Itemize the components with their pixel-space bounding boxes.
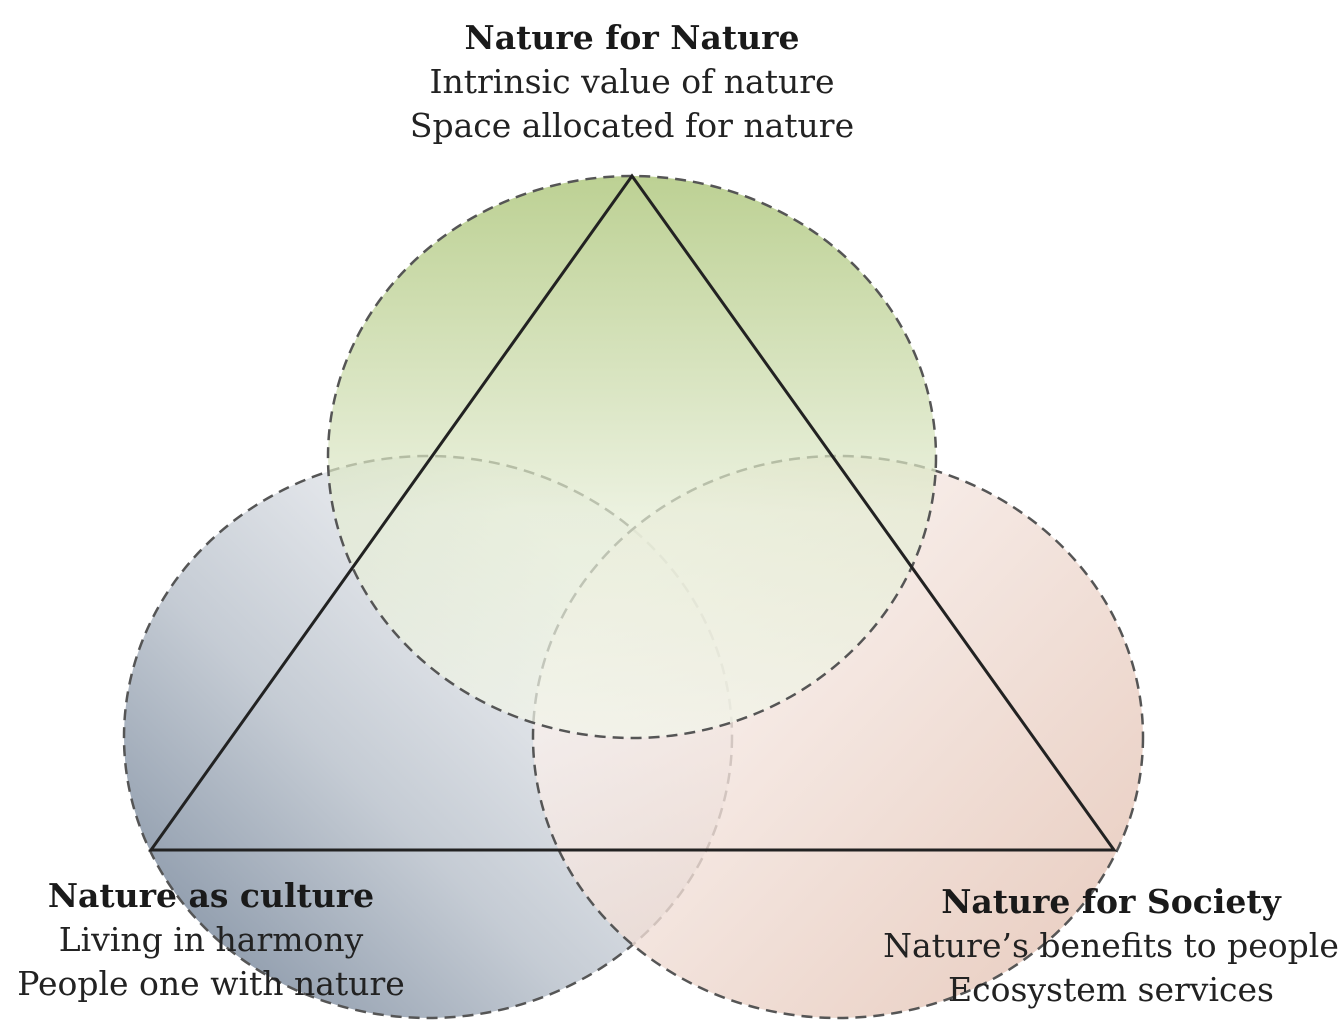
label-nature-for-nature: Nature for Nature Intrinsic value of nat…	[332, 16, 932, 148]
label-subtitle-1: Nature’s benefits to people	[883, 926, 1339, 965]
label-title: Nature as culture	[47, 876, 375, 915]
label-subtitle-2: People one with nature	[17, 964, 405, 1003]
label-title: Nature for Society	[941, 882, 1281, 921]
label-nature-as-culture: Nature as culture Living in harmony Peop…	[0, 874, 422, 1006]
label-title: Nature for Nature	[464, 18, 800, 57]
circle-nature-for-nature	[326, 174, 938, 740]
label-subtitle-1: Intrinsic value of nature	[429, 62, 835, 101]
label-subtitle-2: Space allocated for nature	[409, 106, 855, 145]
label-nature-for-society: Nature for Society Nature’s benefits to …	[880, 880, 1342, 1012]
label-subtitle-1: Living in harmony	[58, 920, 364, 959]
label-subtitle-2: Ecosystem services	[948, 970, 1274, 1009]
triangle-outline	[148, 173, 1117, 852]
